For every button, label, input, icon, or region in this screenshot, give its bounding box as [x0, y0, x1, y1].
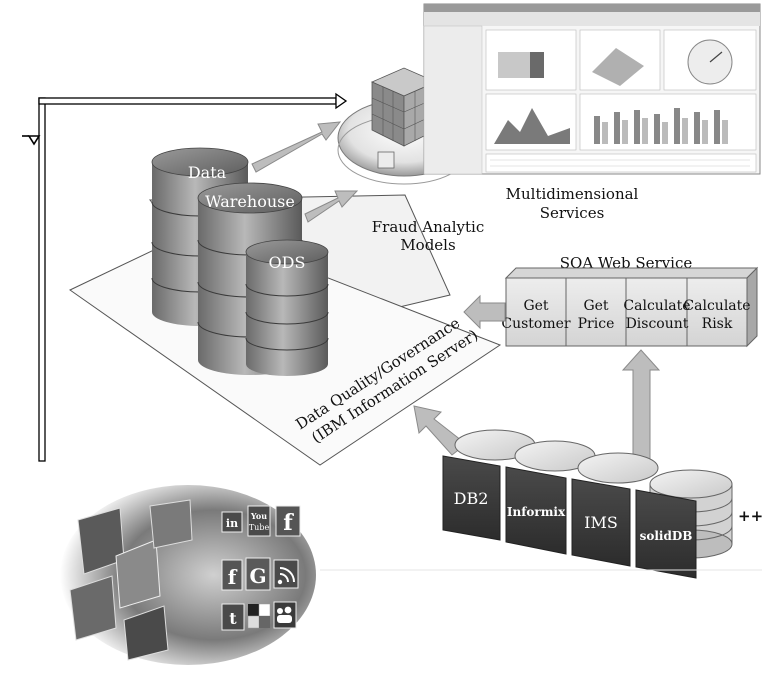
db-label-informix: Informix	[507, 505, 566, 519]
svg-text:in: in	[226, 517, 238, 530]
soa-cell-3-line2: Discount	[626, 316, 689, 332]
facebook-icon	[275, 505, 301, 537]
rss-icon	[273, 559, 299, 589]
youtube-icon	[247, 505, 271, 537]
svg-text:f: f	[283, 510, 294, 536]
dashboard-screenshot	[423, 3, 761, 175]
models-line1: Fraud Analytic	[372, 218, 485, 236]
soa-cell-1-line1: Get	[523, 298, 548, 314]
soa-service-block: Get Customer Get Price Calculate Discoun…	[501, 266, 759, 348]
svg-text:t: t	[229, 609, 237, 628]
arrow-down-icon	[27, 135, 41, 146]
svg-text:Tube: Tube	[249, 523, 270, 532]
more-databases-label: ++	[738, 507, 763, 525]
db-label-ims: IMS	[584, 513, 618, 532]
google-icon	[245, 557, 271, 591]
svg-text:You: You	[250, 511, 267, 521]
social-media-collage: in You Tube f f G t	[59, 485, 317, 671]
arrow-to-governance	[463, 294, 506, 330]
soa-cell-1-line2: Customer	[501, 316, 571, 332]
multidim-line2: Services	[540, 204, 605, 222]
data-label: Data	[188, 163, 227, 182]
facebook-icon-2	[221, 559, 243, 591]
ods-label: ODS	[269, 253, 306, 272]
db-label-soliddb: solidDB	[640, 529, 693, 543]
ods-cylinder: ODS	[245, 239, 329, 376]
soa-cell-4-line2: Risk	[702, 316, 733, 332]
delicious-icon	[247, 603, 271, 629]
twitter-icon	[221, 603, 245, 631]
db-label-db2: DB2	[454, 489, 489, 508]
soa-cell-2-line2: Price	[578, 316, 615, 332]
soa-cell-3-line1: Calculate	[623, 298, 690, 314]
linkedin-icon	[221, 511, 243, 533]
flow-bracket	[22, 92, 348, 462]
models-line2: Models	[400, 236, 455, 254]
warehouse-label: Warehouse	[205, 192, 295, 211]
arrow-to-soa	[621, 349, 661, 461]
svg-text:G: G	[249, 564, 266, 588]
arrow-to-models	[251, 121, 359, 223]
multidim-line1: Multidimensional	[506, 185, 639, 203]
arrow-right-icon	[335, 92, 348, 110]
database-boxes: DB2 Informix IMS solidDB	[442, 455, 697, 579]
soa-cell-2-line1: Get	[583, 298, 608, 314]
soa-cell-4-line1: Calculate	[683, 298, 750, 314]
svg-text:f: f	[228, 565, 238, 589]
arrow-db-to-governance	[413, 405, 467, 456]
